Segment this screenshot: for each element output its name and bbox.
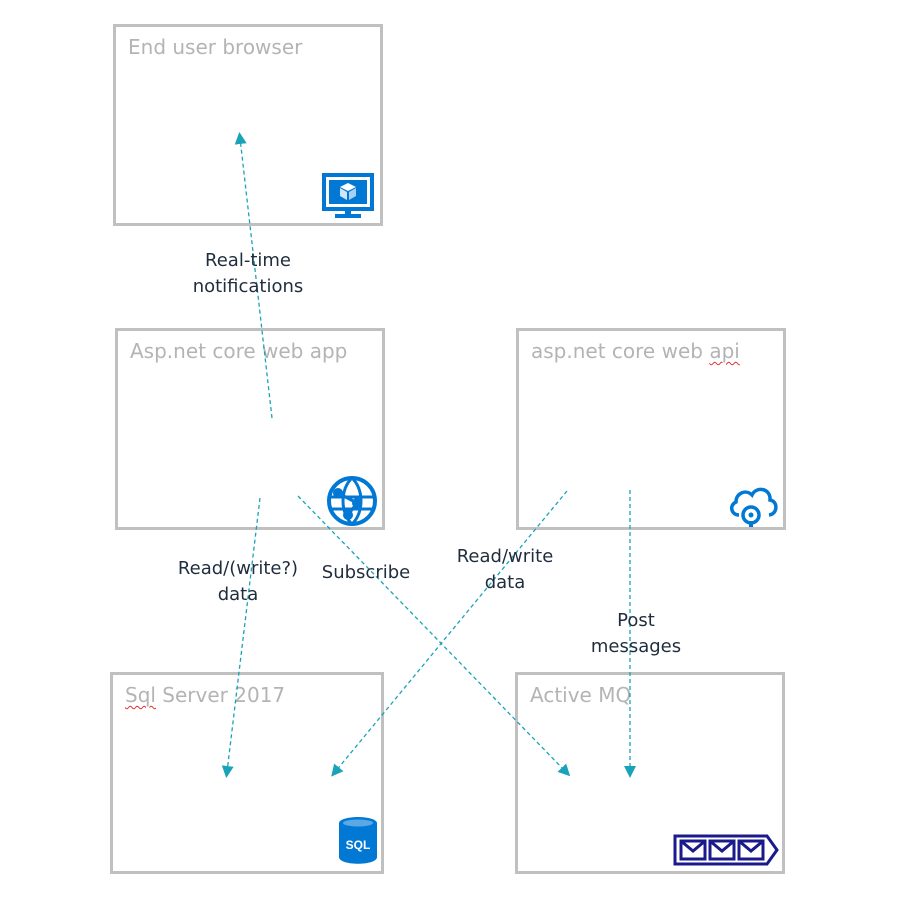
post-messages-label: Post messages bbox=[578, 608, 694, 660]
read-write-question-line1: Read/(write?) bbox=[177, 558, 299, 579]
webapi-box: asp.net core web api bbox=[516, 328, 786, 530]
web-app-globe-icon bbox=[327, 476, 377, 526]
sql-database-icon: SQL bbox=[339, 817, 377, 864]
sql-title-suffix: Server 2017 bbox=[155, 683, 286, 707]
browser-box: End user browser bbox=[113, 24, 383, 226]
cloud-api-icon bbox=[730, 487, 778, 527]
realtime-notifications-arrow bbox=[234, 132, 273, 419]
webapp-box-title: Asp.net core web app bbox=[130, 339, 348, 363]
subscribe-label-text: Subscribe bbox=[321, 562, 411, 583]
mq-box-title: Active MQ bbox=[530, 683, 632, 707]
read-write-line2: data bbox=[484, 572, 526, 593]
subscribe-arrow bbox=[297, 495, 571, 777]
realtime-label-line1: Real-time bbox=[205, 250, 291, 271]
webapp-box: Asp.net core web app bbox=[115, 328, 385, 530]
sql-title-sql: Sql bbox=[125, 683, 156, 707]
sql-icon-text: SQL bbox=[346, 838, 371, 852]
read-write-arrow bbox=[331, 490, 568, 777]
realtime-label-line2: notifications bbox=[192, 276, 304, 297]
read-write-question-label: Read/(write?) data bbox=[162, 556, 314, 608]
webapi-title-prefix: asp.net core web bbox=[531, 339, 710, 363]
message-queue-icon bbox=[673, 834, 779, 866]
browser-box-title: End user browser bbox=[128, 35, 303, 59]
realtime-notifications-label: Real-time notifications bbox=[178, 248, 318, 300]
read-write-label: Read/write data bbox=[445, 544, 565, 596]
monitor-icon bbox=[322, 173, 374, 218]
post-messages-line1: Post bbox=[617, 610, 655, 631]
read-write-question-line2: data bbox=[217, 584, 259, 605]
post-messages-line2: messages bbox=[590, 636, 682, 657]
read-write-line1: Read/write bbox=[456, 546, 554, 567]
subscribe-label: Subscribe bbox=[316, 560, 416, 586]
webapi-title-api: api bbox=[709, 339, 740, 363]
webapi-box-title: asp.net core web api bbox=[531, 339, 740, 363]
read-write-question-arrow bbox=[221, 497, 261, 778]
sql-box-title: Sql Server 2017 bbox=[125, 683, 285, 707]
